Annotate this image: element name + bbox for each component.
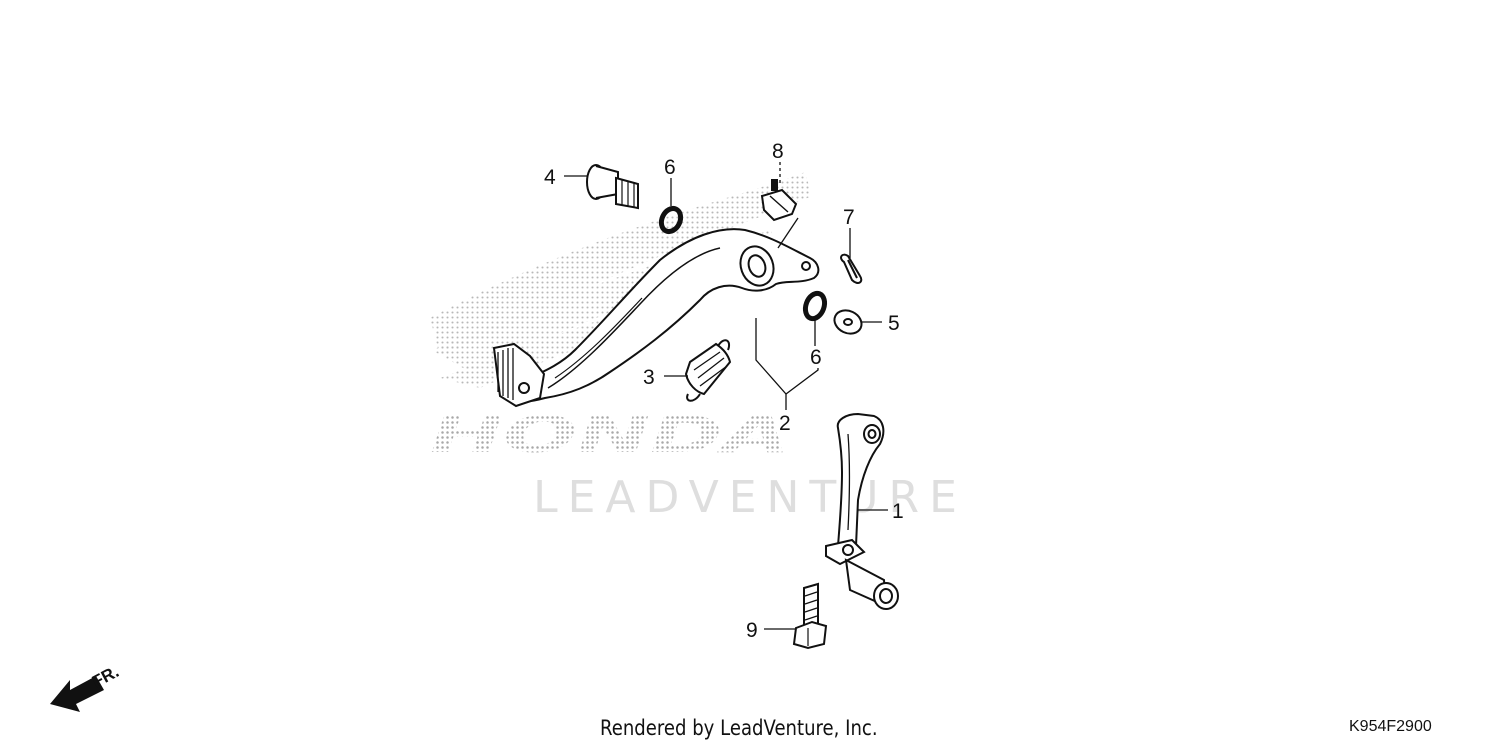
rendered-by-credit: Rendered by LeadVenture, Inc.: [600, 716, 878, 740]
honda-logo-watermark: HONDA: [430, 406, 790, 464]
callout-8: 8: [772, 140, 784, 163]
diagram-code: K954F2900: [1349, 718, 1432, 735]
leadventure-watermark: LEADVENTURE: [533, 472, 967, 523]
callout-1: 1: [892, 500, 904, 523]
callout-labels: 4 6 8 7 5 6 3 2 1 9: [544, 140, 904, 642]
callout-5: 5: [888, 312, 900, 335]
front-direction-arrow-icon: FR.: [50, 662, 122, 712]
callout-4: 4: [544, 166, 556, 189]
callout-9: 9: [746, 619, 758, 642]
part-9-bolt: [792, 582, 828, 650]
callout-3: 3: [643, 366, 655, 389]
part-3-return-spring: [684, 339, 732, 402]
svg-text:HONDA: HONDA: [430, 406, 790, 464]
callout-6-upper: 6: [664, 156, 676, 179]
part-2-brake-pedal: [492, 228, 820, 408]
leader-lines: [564, 162, 888, 630]
part-7-cotter-pin: [840, 253, 863, 284]
part-5-washer: [833, 309, 863, 335]
callout-2: 2: [779, 412, 791, 435]
part-1-lever-arm: [825, 412, 899, 610]
callout-7: 7: [843, 206, 855, 229]
callout-6-lower: 6: [810, 346, 822, 369]
part-6-o-ring-lower: [802, 290, 828, 322]
part-6-o-ring-upper: [658, 205, 684, 235]
part-4-pivot-bolt: [586, 164, 639, 210]
part-8-clip: [760, 179, 798, 222]
